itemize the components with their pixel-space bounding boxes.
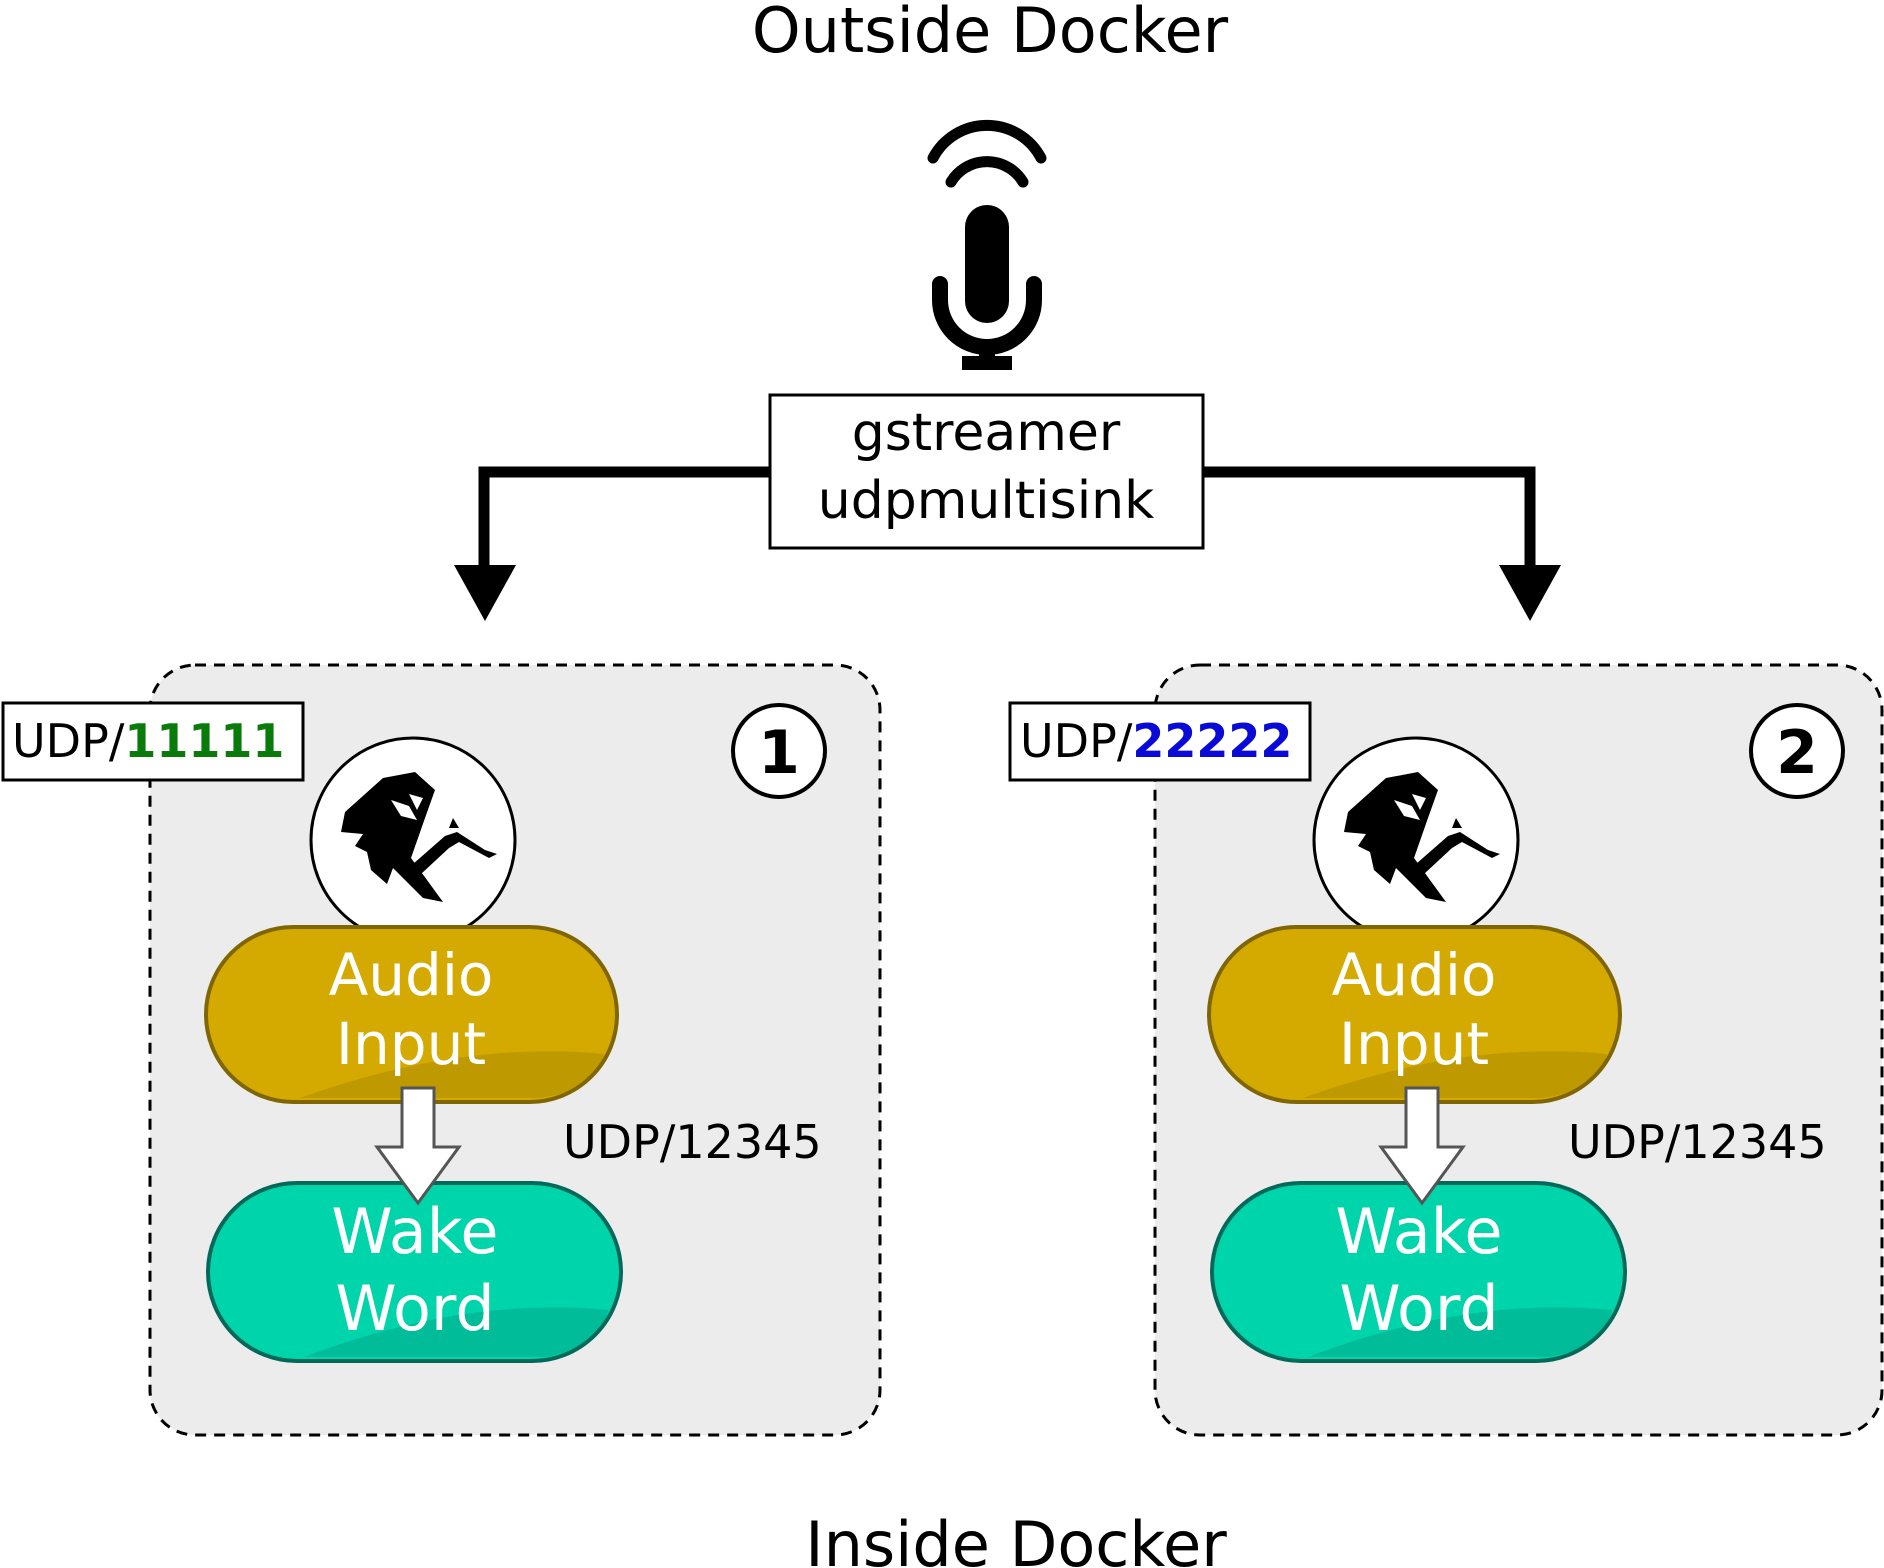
audio-input-node: Audio Input — [1207, 925, 1622, 1104]
gstreamer-udpmultisink-box: gstreamer udpmultisink — [768, 393, 1205, 550]
svg-text:Input: Input — [1339, 1010, 1489, 1078]
udpmultisink-label: udpmultisink — [818, 471, 1154, 531]
branch-arrow-right — [1203, 466, 1561, 621]
microphone-icon — [927, 119, 1047, 370]
svg-text:1: 1 — [758, 718, 800, 788]
svg-text:Input: Input — [336, 1010, 486, 1078]
internal-udp-port-label: UDP/12345 — [1568, 1115, 1827, 1169]
branch-arrow-left — [454, 466, 770, 621]
docker-container-2: 2 UDP/22222 Audio Input Wake Word UDP/12… — [1008, 663, 1884, 1437]
hooded-figure-logo-icon — [1312, 736, 1520, 944]
internal-flow-arrow — [1378, 1086, 1466, 1206]
container-number-badge: 1 — [731, 703, 827, 799]
svg-text:Audio: Audio — [329, 941, 494, 1009]
svg-text:UDP/11111: UDP/11111 — [12, 714, 284, 768]
udp-port-label: UDP/22222 — [1008, 701, 1312, 782]
udp-port-label: UDP/11111 — [1, 701, 305, 782]
svg-text:Audio: Audio — [1332, 941, 1497, 1009]
docker-container-1: 1 UDP/11111 Audio Input Wake Word UDP/12… — [1, 663, 882, 1437]
inside-docker-title: Inside Docker — [805, 1508, 1227, 1568]
audio-input-node: Audio Input — [204, 925, 619, 1104]
gstreamer-label: gstreamer — [852, 403, 1121, 463]
outside-docker-title: Outside Docker — [752, 0, 1229, 67]
svg-text:Word: Word — [1339, 1272, 1498, 1345]
svg-text:2: 2 — [1776, 718, 1818, 788]
internal-flow-arrow — [374, 1086, 462, 1206]
wake-word-node: Wake Word — [1210, 1181, 1627, 1363]
container-number-badge: 2 — [1749, 703, 1845, 799]
svg-text:Wake: Wake — [1335, 1195, 1502, 1268]
internal-udp-port-label: UDP/12345 — [563, 1115, 822, 1169]
svg-text:Word: Word — [335, 1272, 494, 1345]
svg-text:Wake: Wake — [331, 1195, 498, 1268]
svg-text:UDP/22222: UDP/22222 — [1020, 714, 1292, 768]
hooded-figure-logo-icon — [309, 736, 517, 944]
wake-word-node: Wake Word — [206, 1181, 623, 1363]
